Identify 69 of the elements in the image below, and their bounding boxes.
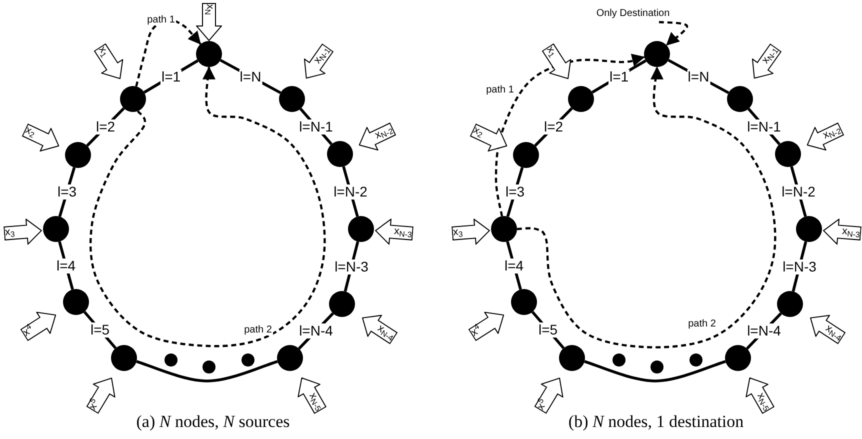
source-callout bbox=[822, 217, 862, 246]
edge-label: path 1 bbox=[485, 84, 515, 96]
source-callout bbox=[3, 217, 43, 246]
source-label: x$_{N-3}$ bbox=[842, 224, 861, 239]
edge-label: path 1 bbox=[146, 14, 176, 26]
source-callout bbox=[196, 2, 222, 40]
source-label: x$_{3}$ bbox=[452, 224, 464, 239]
circle-node bbox=[348, 216, 374, 242]
edge-label: l=N bbox=[238, 69, 262, 84]
panel-caption: (a) N nodes, N sources bbox=[136, 412, 290, 432]
edge-label: l=5 bbox=[537, 322, 559, 338]
circle-node bbox=[196, 41, 222, 67]
circle-node bbox=[511, 289, 537, 315]
edge-label: l=N-3 bbox=[334, 259, 370, 274]
destination-note: Only Destination bbox=[596, 8, 670, 20]
source-label: x$_{3}$ bbox=[4, 224, 16, 239]
edge-label: l=N-1 bbox=[298, 119, 334, 134]
edge-label: path 2 bbox=[243, 324, 273, 336]
circle-node bbox=[65, 142, 91, 168]
circle-node bbox=[513, 142, 539, 168]
circle-node bbox=[111, 345, 137, 371]
circle-node bbox=[63, 289, 89, 315]
circle-node bbox=[796, 216, 822, 242]
link-line bbox=[58, 167, 76, 217]
link-line bbox=[506, 167, 524, 217]
edge-label: path 2 bbox=[687, 318, 717, 330]
circle-node bbox=[644, 41, 670, 67]
edge-label: l=5 bbox=[89, 322, 111, 338]
circle-node bbox=[777, 291, 803, 317]
circle-node bbox=[559, 345, 585, 371]
link-line bbox=[136, 360, 278, 382]
edge-label: l=N-3 bbox=[782, 259, 818, 274]
edge-label: l=4 bbox=[503, 258, 525, 273]
edge-label: l=2 bbox=[542, 120, 564, 134]
edge-label: l=4 bbox=[55, 258, 77, 273]
link-line bbox=[506, 241, 522, 290]
circle-node bbox=[329, 291, 355, 317]
link-line bbox=[58, 241, 74, 290]
edge-label: l=N-2 bbox=[780, 184, 816, 199]
edge-label: l=N-4 bbox=[746, 324, 782, 338]
source-callout bbox=[374, 217, 414, 246]
circle-node bbox=[120, 86, 146, 112]
dashed-arrow bbox=[658, 20, 688, 46]
circle-node bbox=[727, 86, 753, 112]
dashed-arrow bbox=[516, 66, 776, 348]
circle-node bbox=[279, 86, 305, 112]
edge-label: l=2 bbox=[94, 120, 116, 134]
dashed-arrow bbox=[135, 18, 202, 87]
source-callout bbox=[451, 217, 491, 246]
circle-node bbox=[725, 345, 751, 371]
circle-node bbox=[277, 345, 303, 371]
edge-label: l=N-2 bbox=[332, 184, 368, 199]
source-label: x$_{N-3}$ bbox=[394, 224, 413, 239]
edge-label: l=1 bbox=[608, 69, 630, 84]
dashed-arrow bbox=[89, 66, 326, 348]
edge-label: l=N bbox=[686, 69, 710, 84]
dashed-arrow bbox=[494, 54, 645, 216]
circle-node bbox=[491, 216, 517, 242]
edge-label: l=N-1 bbox=[746, 119, 782, 134]
edge-label: l=3 bbox=[56, 184, 78, 200]
panel-caption: (b) N nodes, 1 destination bbox=[568, 412, 744, 432]
edge-label: l=N-4 bbox=[298, 324, 334, 338]
circle-node bbox=[568, 86, 594, 112]
edge-label: l=1 bbox=[160, 69, 182, 84]
link-line bbox=[584, 360, 726, 382]
circle-node bbox=[775, 141, 801, 167]
circle-node bbox=[327, 141, 353, 167]
edge-label: l=3 bbox=[504, 184, 526, 200]
circle-node bbox=[43, 216, 69, 242]
